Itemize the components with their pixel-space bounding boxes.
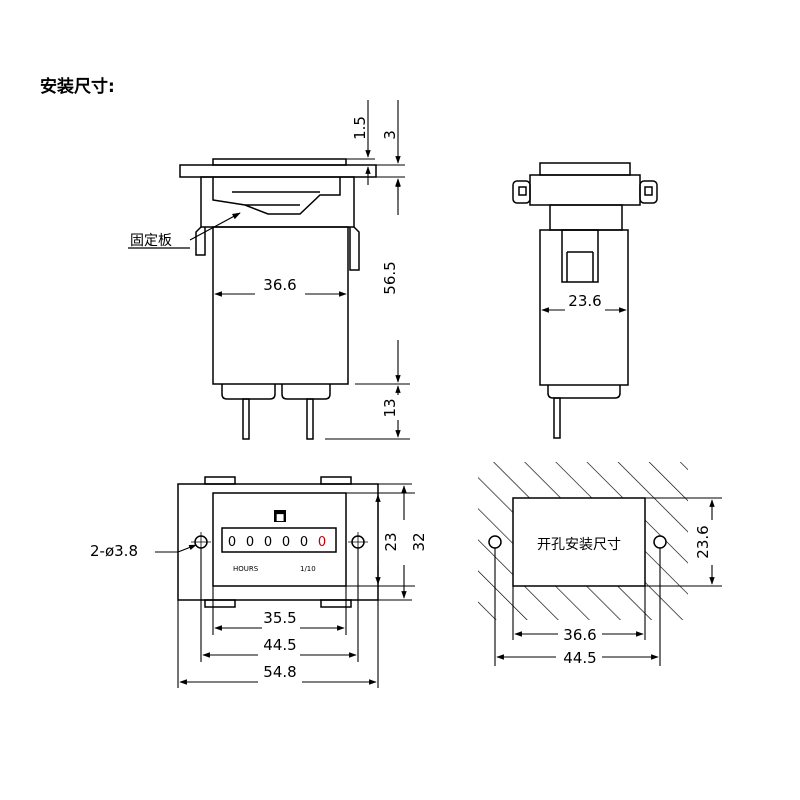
front-top-tab-right [320,476,352,485]
dim-hole-pitch: 44.5 [263,636,296,654]
cutout-rect [512,497,646,587]
side-bezel [212,158,347,166]
front-view [155,476,379,608]
front-plate [177,483,379,601]
front-top-tab-left [204,476,236,485]
digit-5: 0 [300,535,308,550]
dim-body-height: 32 [410,532,428,551]
end-view [512,162,658,439]
digit-3: 0 [264,535,272,550]
end-pin [553,397,561,439]
hole-spec-label: 2-ø3.8 [90,542,138,560]
end-bottom [547,385,621,399]
side-right-tab [349,226,360,271]
dim-window-width: 35.5 [263,609,296,627]
cutout-label: 开孔安装尺寸 [537,537,621,553]
counter-digits: 0 0 0 0 0 0 [228,535,326,550]
side-left-tab [195,226,206,256]
dim-height: 56.5 [381,261,399,294]
digit-1: 0 [228,535,236,550]
digit-6: 0 [318,535,326,550]
side-clamp-profile [212,177,341,215]
end-neck [549,204,623,231]
front-window [212,492,347,587]
brand-mark: ■ [276,513,285,523]
side-bottom-left [221,384,276,400]
counter-display [221,527,337,553]
dim-end-width: 23.6 [568,292,601,310]
front-bottom-tab-left [204,599,236,608]
ratio-label: 1/10 [300,565,316,573]
dim-side-width: 36.6 [263,276,296,294]
digit-2: 0 [246,535,254,550]
digit-4: 0 [282,535,290,550]
side-body [212,226,349,385]
dim-window-height: 23 [382,532,400,551]
cutout-hole-left [488,535,502,549]
side-view-dimensions [214,100,410,440]
end-head [529,174,641,206]
dim-bezel: 3 [381,130,399,140]
unit-label: HOURS [233,565,259,573]
dim-top-plate: 1.5 [351,116,369,140]
dim-cutout-width: 36.6 [563,626,596,644]
panel-cutout-dimensions [494,497,722,666]
dim-cutout-height: 23.6 [694,525,712,558]
panel-cutout-view [478,462,688,668]
end-slot [561,229,599,283]
cutout-hole-right [653,535,667,549]
end-lug-left [512,180,531,204]
end-lug-right [639,180,658,204]
front-view-dimensions [177,483,415,688]
fixing-plate-label: 固定板 [130,233,172,249]
brand-logo-icon [274,510,286,522]
page-title: 安装尺寸: [40,76,115,97]
end-bezel [539,162,631,176]
side-pin-right [306,398,314,440]
side-view [128,158,377,440]
dim-pins: 13 [381,398,399,417]
side-bottom-right [281,384,331,400]
side-top-plate [179,164,377,178]
dim-overall-width: 54.8 [263,663,296,681]
dim-cutout-hole-pitch: 44.5 [563,649,596,667]
side-pin-left [242,398,250,440]
